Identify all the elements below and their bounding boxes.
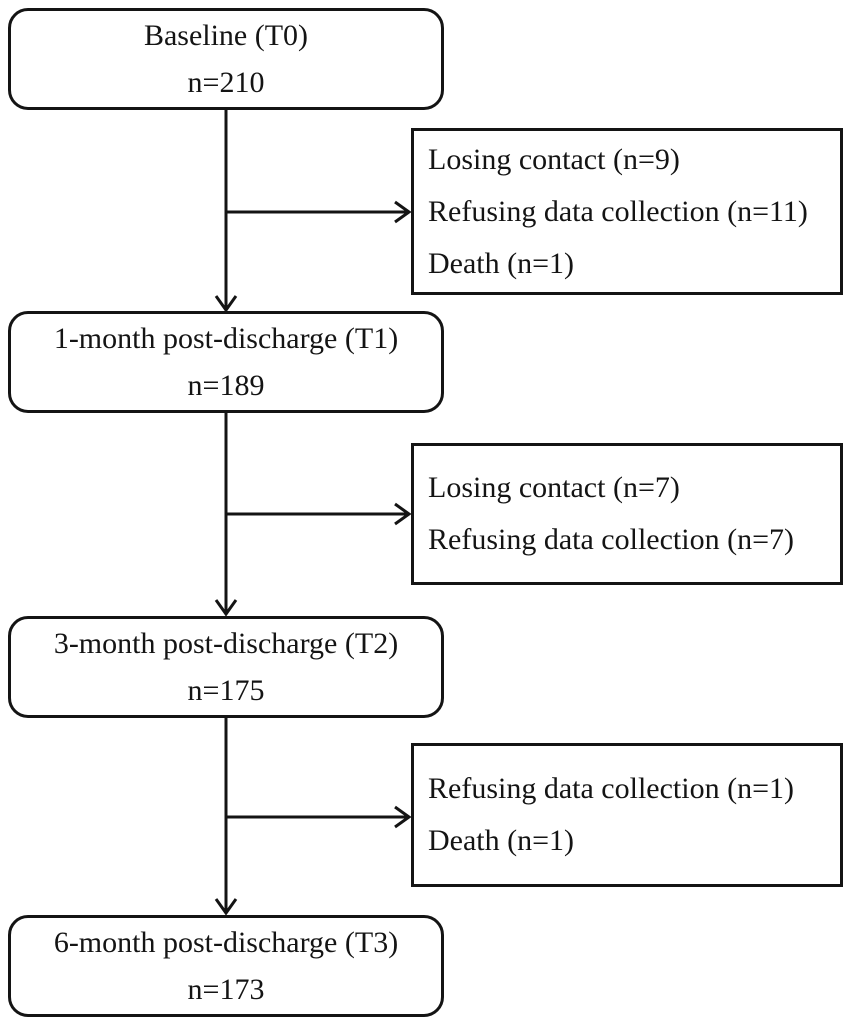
stage-count: n=173 <box>187 973 265 1006</box>
dropout-box-2: Losing contact (n=7) Refusing data colle… <box>411 443 843 585</box>
arrow-to-dropout2 <box>226 502 412 526</box>
stage-box-baseline-t0: Baseline (T0) n=210 <box>8 8 444 110</box>
stage-box-6-month-t3: 6-month post-discharge (T3) n=173 <box>8 915 444 1017</box>
dropout-reason: Refusing data collection (n=1) <box>428 772 794 805</box>
stage-box-1-month-t1: 1-month post-discharge (T1) n=189 <box>8 311 444 413</box>
stage-count: n=175 <box>187 674 265 707</box>
stage-count: n=210 <box>187 66 265 99</box>
dropout-reason: Losing contact (n=9) <box>428 142 680 176</box>
dropout-box-1: Losing contact (n=9) Refusing data colle… <box>411 128 843 295</box>
dropout-reason: Losing contact (n=7) <box>428 471 680 504</box>
stage-box-3-month-t2: 3-month post-discharge (T2) n=175 <box>8 616 444 718</box>
dropout-reason: Refusing data collection (n=7) <box>428 523 794 556</box>
stage-label: 6-month post-discharge (T3) <box>53 926 399 959</box>
stage-label: Baseline (T0) <box>143 19 309 52</box>
arrow-to-dropout3 <box>226 805 412 829</box>
dropout-reason: Death (n=1) <box>428 246 575 280</box>
arrow-stage1-to-stage2 <box>214 109 238 313</box>
dropout-reason: Refusing data collection (n=11) <box>428 194 808 228</box>
dropout-reason: Death (n=1) <box>428 824 575 857</box>
dropout-box-3: Refusing data collection (n=1) Death (n=… <box>411 743 843 887</box>
stage-label: 3-month post-discharge (T2) <box>53 627 399 660</box>
stage-count: n=189 <box>187 369 265 402</box>
arrow-to-dropout1 <box>226 200 412 224</box>
stage-label: 1-month post-discharge (T1) <box>53 322 399 355</box>
